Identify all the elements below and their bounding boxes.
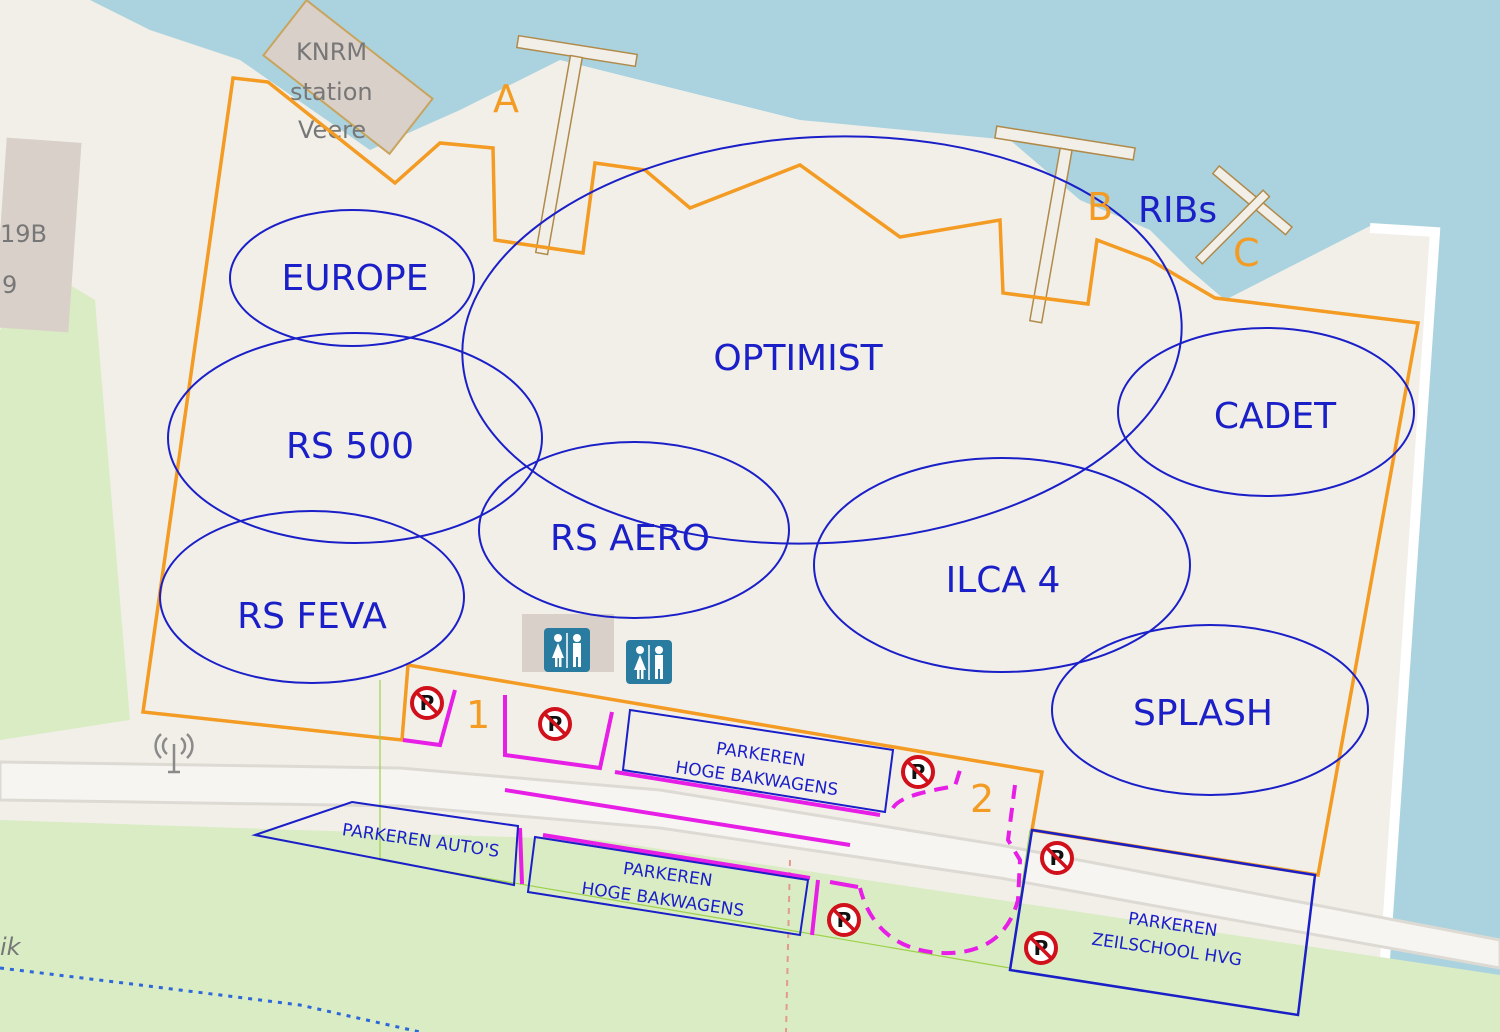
zone-europe-label: EUROPE: [282, 258, 429, 299]
zone-rs500-label: RS 500: [286, 426, 414, 467]
no-parking-icon: P: [538, 707, 572, 741]
footpath: [0, 966, 421, 1032]
no-parking-icon: P: [410, 686, 444, 720]
no-parking-icon: P: [1024, 931, 1058, 965]
grass-west: [0, 270, 130, 740]
no-parking-lines: [402, 689, 881, 936]
jetty-c: [1194, 164, 1294, 265]
zone-optimist-label: OPTIMIST: [713, 338, 883, 379]
knrm-label-3: Veere: [298, 116, 366, 144]
zone-ilca4-label: ILCA 4: [946, 560, 1061, 601]
jetty-a-label: A: [493, 77, 519, 121]
knrm-label-1: KNRM: [296, 38, 367, 66]
building-knrm-station: [262, 0, 434, 156]
house-number-19b: 19B: [0, 220, 47, 248]
zone-rs500: RS 500: [167, 332, 543, 544]
water: [40, 0, 1500, 1032]
building-19b: [0, 137, 82, 333]
no-parking-icon: P: [1040, 841, 1074, 875]
antenna-icon: [154, 733, 194, 774]
jetty-b-label: B: [1087, 185, 1113, 229]
zone-optimist: OPTIMIST: [461, 135, 1183, 545]
zone-cadet: CADET: [1117, 327, 1415, 497]
zone-rs-feva: RS FEVA: [159, 510, 465, 684]
zone-rs-aero-label: RS AERO: [550, 518, 710, 559]
house-number-9: 9: [2, 271, 17, 299]
zone-splash: SPLASH: [1051, 624, 1369, 796]
no-parking-icon: P: [827, 903, 861, 937]
no-parking-icon: P: [901, 755, 935, 789]
area-2-label: 2: [970, 777, 994, 821]
toilet-icon: [626, 640, 672, 684]
quay-wall: [1369, 223, 1441, 1032]
area-1-label: 1: [466, 693, 490, 737]
zone-ilca4: ILCA 4: [813, 457, 1191, 673]
jetty-b: [994, 125, 1136, 324]
grass-south-lower: [0, 880, 640, 1032]
toilet-icon: [544, 628, 590, 672]
track: [785, 859, 791, 1032]
ribs-label: RIBs: [1138, 190, 1217, 231]
road: [0, 760, 1500, 970]
knrm-label-2: station: [290, 78, 373, 106]
jetty-a: [515, 34, 639, 256]
zone-europe: EUROPE: [229, 209, 475, 347]
jetty-c-label: C: [1233, 231, 1260, 275]
zone-rs-feva-label: RS FEVA: [237, 596, 387, 637]
event-area-outline: [141, 76, 1421, 877]
road-label-fragment: ik: [0, 933, 22, 961]
zone-cadet-label: CADET: [1214, 396, 1337, 437]
no-parking-dashed-lines: [858, 769, 1023, 956]
zone-splash-label: SPLASH: [1133, 693, 1273, 734]
zone-rs-aero: RS AERO: [478, 441, 790, 619]
